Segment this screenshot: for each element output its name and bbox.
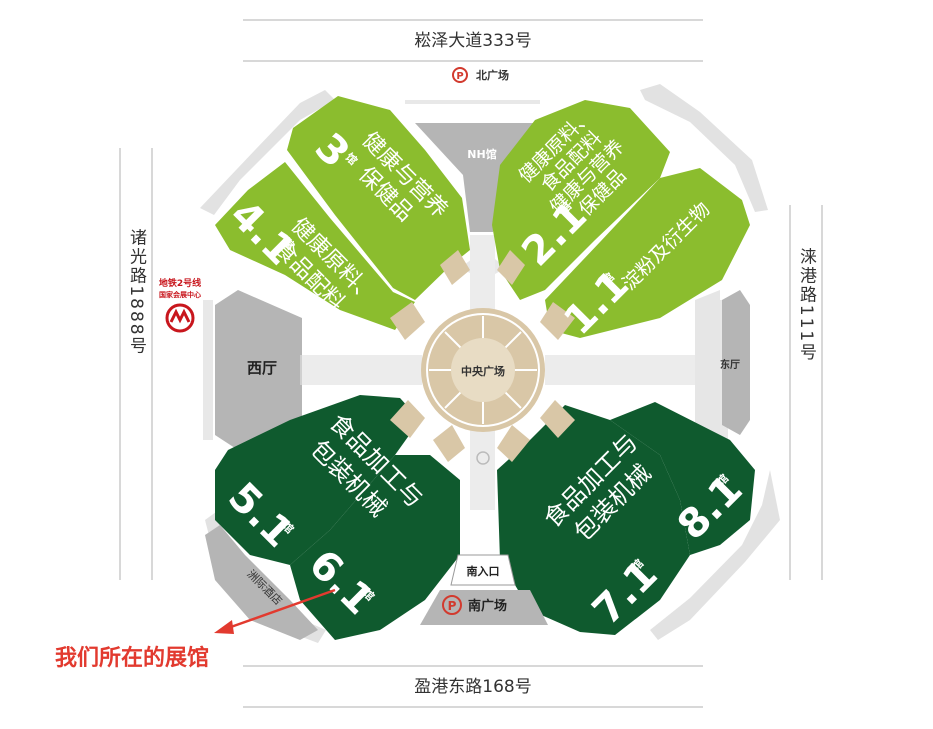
metro-station: 国家会展中心	[159, 290, 201, 299]
hall-3	[287, 96, 470, 300]
hall-2-1-category: 健康原料、 食品配料 健康与营养 保健品	[515, 105, 631, 221]
road-lines	[119, 19, 823, 708]
parking-icon: P	[456, 71, 463, 82]
road-west-text: 诸光路1888号	[126, 228, 147, 355]
metro-icon	[165, 303, 195, 333]
hall-7-1	[497, 405, 690, 635]
hall-6-1	[290, 455, 460, 640]
north-plaza: P 北广场	[452, 67, 509, 83]
metro-line: 地铁2号线	[159, 277, 201, 289]
light-green-halls	[215, 96, 750, 338]
east-hall-label: 东厅	[720, 358, 740, 371]
hall-1-1	[545, 168, 750, 338]
hall-5-1	[215, 395, 420, 565]
metro: 地铁2号线 国家会展中心	[159, 277, 201, 333]
hall-8-1	[610, 402, 755, 555]
road-north: 崧泽大道333号	[414, 31, 531, 51]
hall-2-1	[492, 100, 670, 300]
south-entrance: 南入口	[420, 554, 548, 625]
east-hall: 东厅	[695, 290, 750, 440]
center-axes	[302, 235, 695, 510]
south-entrance-label: 南入口	[467, 564, 500, 578]
dark-green-halls	[215, 395, 755, 640]
central-plaza: 中央广场	[421, 308, 545, 465]
annotation-text: 我们所在的展馆	[55, 645, 209, 671]
south-plaza-label: 南广场	[468, 598, 507, 614]
road-east: 涞港路111号	[796, 248, 817, 362]
west-hall-label: 西厅	[247, 359, 277, 377]
annotation-arrow	[214, 588, 336, 634]
road-south: 盈港东路168号	[414, 677, 531, 697]
tan-connectors	[390, 250, 575, 462]
nh-hall-label: NH馆	[467, 147, 496, 161]
north-plaza-label: 北广场	[476, 68, 509, 82]
road-west: 诸光路1888号	[126, 228, 147, 355]
south-plaza: P 南广场	[442, 595, 507, 615]
hall-4-1	[215, 162, 415, 330]
parking-icon: P	[448, 599, 457, 613]
central-plaza-label: 中央广场	[461, 364, 505, 378]
road-east-text: 涞港路111号	[796, 248, 817, 362]
